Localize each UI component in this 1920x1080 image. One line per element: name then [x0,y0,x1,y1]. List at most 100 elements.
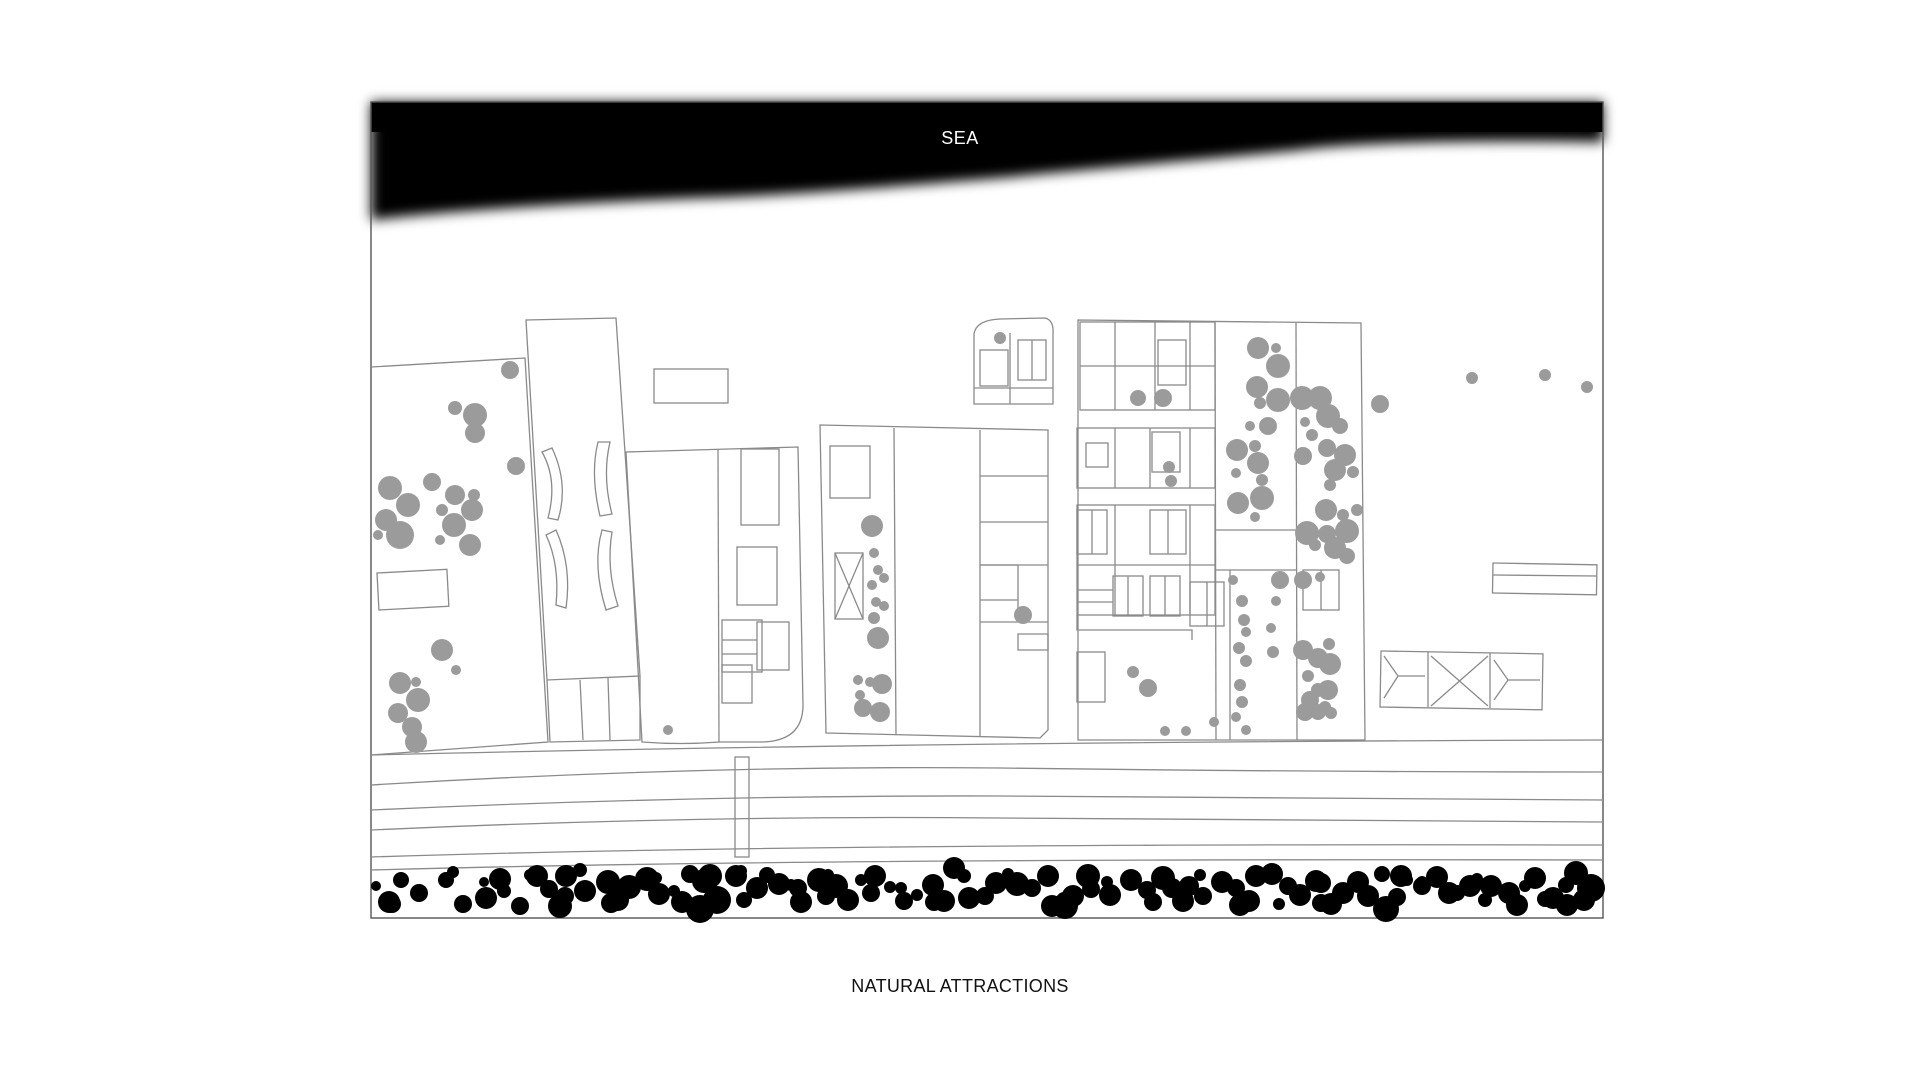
gray-tree [1256,474,1268,486]
gray-tree [1266,354,1290,378]
gray-tree [663,725,673,735]
gray-tree [1293,640,1313,660]
black-tree [1289,884,1311,906]
black-tree [837,889,859,911]
gray-tree [1466,372,1478,384]
black-tree [607,889,629,911]
building-pavilion [525,317,641,681]
gray-tree [1236,696,1248,708]
gray-tree [1250,486,1274,510]
gray-tree [1236,595,1248,607]
gray-tree [1324,459,1346,481]
building-right-long [1491,562,1598,596]
gray-tree [1254,397,1266,409]
gray-tree [1319,701,1331,713]
plan-linework [370,317,1604,871]
black-tree [1426,866,1448,888]
gray-tree [855,690,865,700]
black-tree [1264,873,1274,883]
gray-tree [448,401,462,415]
gray-tree [853,675,863,685]
kiosk [653,368,729,404]
parcel-right-complex [1077,319,1366,741]
black-tree [785,879,797,891]
gray-tree [507,457,525,475]
gray-tree [411,677,421,687]
gray-tree [1351,504,1363,516]
gray-tree [994,332,1006,344]
black-tree [410,884,428,902]
parcel-left [370,357,549,756]
gray-tree [1240,655,1252,667]
gray-tree [373,530,383,540]
black-tree [650,872,662,884]
gray-tree [1154,389,1172,407]
black-tree [574,880,596,902]
gray-tree [1306,429,1318,441]
gray-tree [1315,572,1325,582]
black-tree [573,863,587,877]
gray-tree [1294,571,1312,589]
gray-tree [1337,509,1349,521]
black-tree [957,869,971,883]
black-tree [922,874,944,896]
black-tree [925,893,943,911]
black-tree [884,881,896,893]
gray-tree [1130,390,1146,406]
gray-tree [431,639,453,661]
black-tree [817,887,835,905]
gray-tree [389,672,411,694]
black-tree [1023,879,1041,897]
black-tree [497,884,511,898]
gray-tree [406,688,430,712]
black-tree [548,894,572,918]
road-line-4 [370,816,1604,831]
black-tree [703,886,731,914]
gray-tree [873,565,883,575]
gray-tree [1315,499,1337,521]
gray-tree [445,485,465,505]
gray-tree [1302,670,1314,682]
gray-tree [468,489,480,501]
parcel-top-center [973,317,1054,405]
gray-tree [1319,653,1341,675]
gray-tree [1271,571,1289,589]
black-tree [596,870,620,894]
gray-tree [1247,452,1269,474]
gray-tree [471,429,483,441]
gray-tree [388,703,408,723]
parcel-center [819,424,1049,739]
gray-tree [1318,439,1336,457]
black-tree [1320,893,1342,915]
gray-tree [1266,623,1276,633]
black-tree [1005,872,1029,896]
gray-tree [1371,395,1389,413]
gray-tree [879,601,889,611]
black-tree [1037,865,1059,887]
gray-tree [1259,417,1277,435]
crosswalk [734,756,750,858]
road-line-1 [370,739,1604,756]
black-tree [1082,880,1100,898]
gray-tree [871,597,881,607]
gray-tree [868,612,880,624]
black-tree [790,891,812,913]
black-tree [1478,893,1492,907]
gray-tree [1228,575,1238,585]
gray-tree [867,627,889,649]
black-tree [895,892,913,910]
gray-tree [1014,606,1032,624]
gray-tree [1323,638,1335,650]
building-left-small [376,568,450,611]
gray-tree [459,534,481,556]
gray-tree [396,493,420,517]
black-tree [371,881,381,891]
black-tree [479,877,489,887]
black-tree [383,895,401,913]
black-tree [524,869,536,881]
black-tree [759,867,775,883]
gray-tree [1209,717,1219,727]
black-tree [1344,887,1354,897]
black-tree [1449,885,1465,901]
